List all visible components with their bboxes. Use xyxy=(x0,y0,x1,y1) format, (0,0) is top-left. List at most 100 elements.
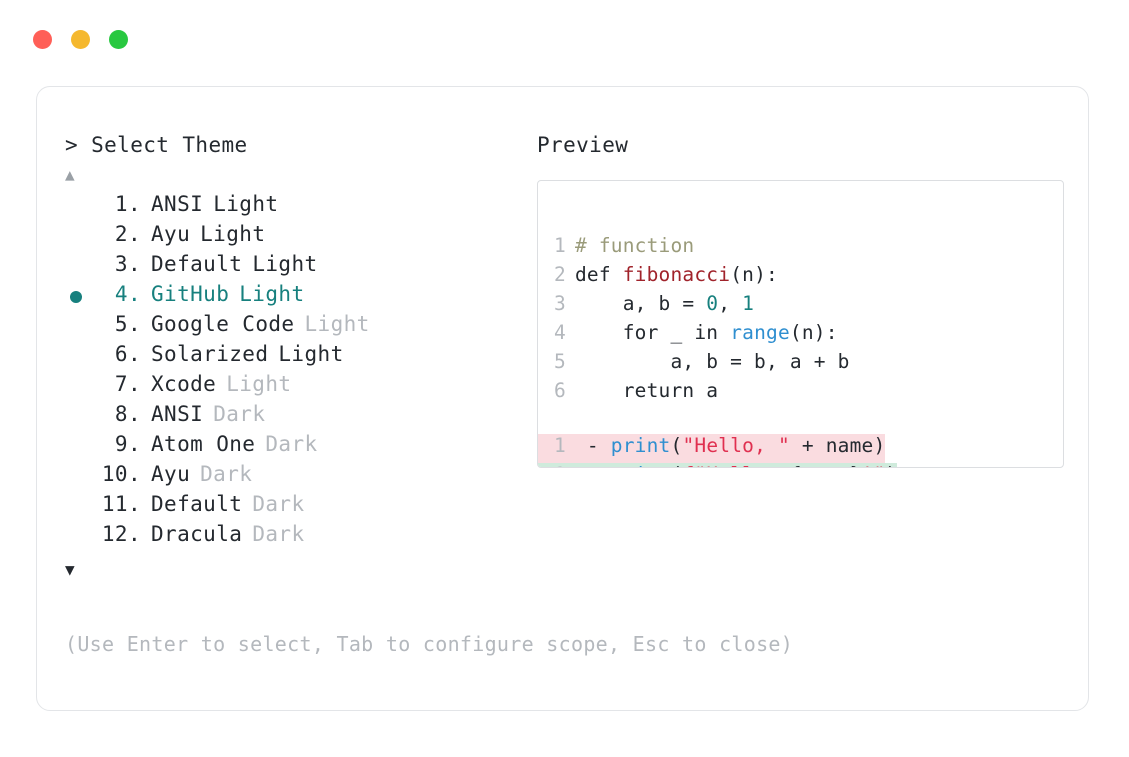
selection-bullet-cell xyxy=(65,312,95,342)
theme-item-index: 8. xyxy=(114,402,141,426)
line-number: 1 xyxy=(554,234,566,257)
code-token: !" xyxy=(862,463,886,467)
diff-line-text: print("Hello, " + name) xyxy=(611,434,886,457)
code-token: "Hello, " xyxy=(682,434,790,457)
theme-item-name: Solarized xyxy=(151,342,269,366)
theme-item-name: ANSI xyxy=(151,402,204,426)
theme-item-name: Default xyxy=(151,252,243,276)
code-token: (n): xyxy=(789,321,838,344)
code-line: 5 a, b = b, a + b xyxy=(538,350,1063,379)
selection-bullet-cell xyxy=(65,342,95,372)
diff-marker: - xyxy=(574,434,611,457)
scroll-up-icon[interactable]: ▲ xyxy=(65,165,75,184)
code-line-text: a, b = 0, 1 xyxy=(575,292,754,315)
theme-item-variant: Dark xyxy=(252,492,305,516)
code-token: for _ in xyxy=(574,321,731,344)
theme-item-index: 1. xyxy=(114,192,141,216)
code-line: 3 a, b = 0, 1 xyxy=(538,292,1063,321)
code-token: range xyxy=(730,321,790,344)
selection-bullet-cell xyxy=(65,192,95,222)
code-line-text: return a xyxy=(575,379,718,402)
code-line-text: # function xyxy=(575,234,694,257)
code-token: 0 xyxy=(706,292,719,315)
theme-item-name: Atom One xyxy=(151,432,256,456)
diff-line-number: 1 xyxy=(554,434,566,457)
theme-list-item[interactable]: 2. Ayu Light xyxy=(65,222,525,252)
code-token: print xyxy=(611,463,671,467)
theme-item-variant: Light xyxy=(304,312,370,336)
preview-label: Preview xyxy=(537,133,629,157)
theme-item-name: Ayu xyxy=(151,222,191,246)
scroll-down-icon[interactable]: ▼ xyxy=(65,560,75,579)
theme-item-index: 3. xyxy=(114,252,141,276)
code-token: fibonacci xyxy=(622,263,731,286)
code-token: a, b = b, a + b xyxy=(574,350,850,373)
code-token: f"Hello, xyxy=(682,463,789,467)
code-token: return a xyxy=(574,379,719,402)
code-token: (n): xyxy=(730,263,778,286)
theme-item-variant: Dark xyxy=(265,432,318,456)
selection-bullet-cell xyxy=(65,492,95,522)
code-token: {name} xyxy=(790,463,862,467)
select-theme-prompt: > Select Theme xyxy=(65,133,248,157)
selection-bullet-cell xyxy=(65,282,95,312)
theme-item-name: Ayu xyxy=(151,462,191,486)
line-number: 6 xyxy=(554,379,566,402)
diff-marker: + xyxy=(575,463,611,467)
theme-list-item[interactable]: 3. Default Light xyxy=(65,252,525,282)
theme-item-name: GitHub xyxy=(151,282,230,306)
theme-item-name: Xcode xyxy=(151,372,217,396)
code-token: print xyxy=(610,434,671,457)
selection-bullet-cell xyxy=(65,462,95,492)
selection-bullet-cell xyxy=(65,372,95,402)
theme-item-index: 10. xyxy=(101,462,141,486)
code-token: def xyxy=(574,263,623,286)
code-line: 6 return a xyxy=(538,379,1063,408)
theme-item-variant: Light xyxy=(200,222,266,246)
theme-item-index: 2. xyxy=(114,222,141,246)
line-number: 5 xyxy=(554,350,566,373)
theme-item-variant: Light xyxy=(239,282,305,306)
theme-item-index: 12. xyxy=(101,522,141,546)
theme-item-index: 6. xyxy=(114,342,141,366)
theme-item-variant: Light xyxy=(213,192,279,216)
window-traffic-lights xyxy=(33,30,128,49)
maximize-button[interactable] xyxy=(109,30,128,49)
theme-item-index: 5. xyxy=(114,312,141,336)
line-number: 2 xyxy=(554,263,566,286)
code-blank-line xyxy=(538,408,1063,434)
close-button[interactable] xyxy=(33,30,52,49)
selection-bullet-cell xyxy=(65,252,95,282)
diff-line-removed: 1 - print("Hello, " + name) xyxy=(538,434,886,463)
minimize-button[interactable] xyxy=(71,30,90,49)
theme-item-name: Google Code xyxy=(151,312,295,336)
theme-item-name: Dracula xyxy=(151,522,243,546)
code-token: , xyxy=(718,292,743,315)
diff-line-number: 1 xyxy=(554,463,575,467)
keyboard-hint: (Use Enter to select, Tab to configure s… xyxy=(65,632,794,656)
theme-item-index: 7. xyxy=(114,372,141,396)
code-token: ( xyxy=(670,434,683,457)
diff-line-added: 1 + print(f"Hello, {name}!") xyxy=(538,463,898,467)
theme-item-variant: Light xyxy=(252,252,318,276)
theme-list-item[interactable]: 5. Google Code Light xyxy=(65,312,525,342)
code-token: + name) xyxy=(789,434,886,457)
code-token: 1 xyxy=(742,292,755,315)
selected-bullet-icon xyxy=(70,291,82,303)
code-line: 1 # function xyxy=(538,234,1063,263)
selection-bullet-cell xyxy=(65,522,95,552)
